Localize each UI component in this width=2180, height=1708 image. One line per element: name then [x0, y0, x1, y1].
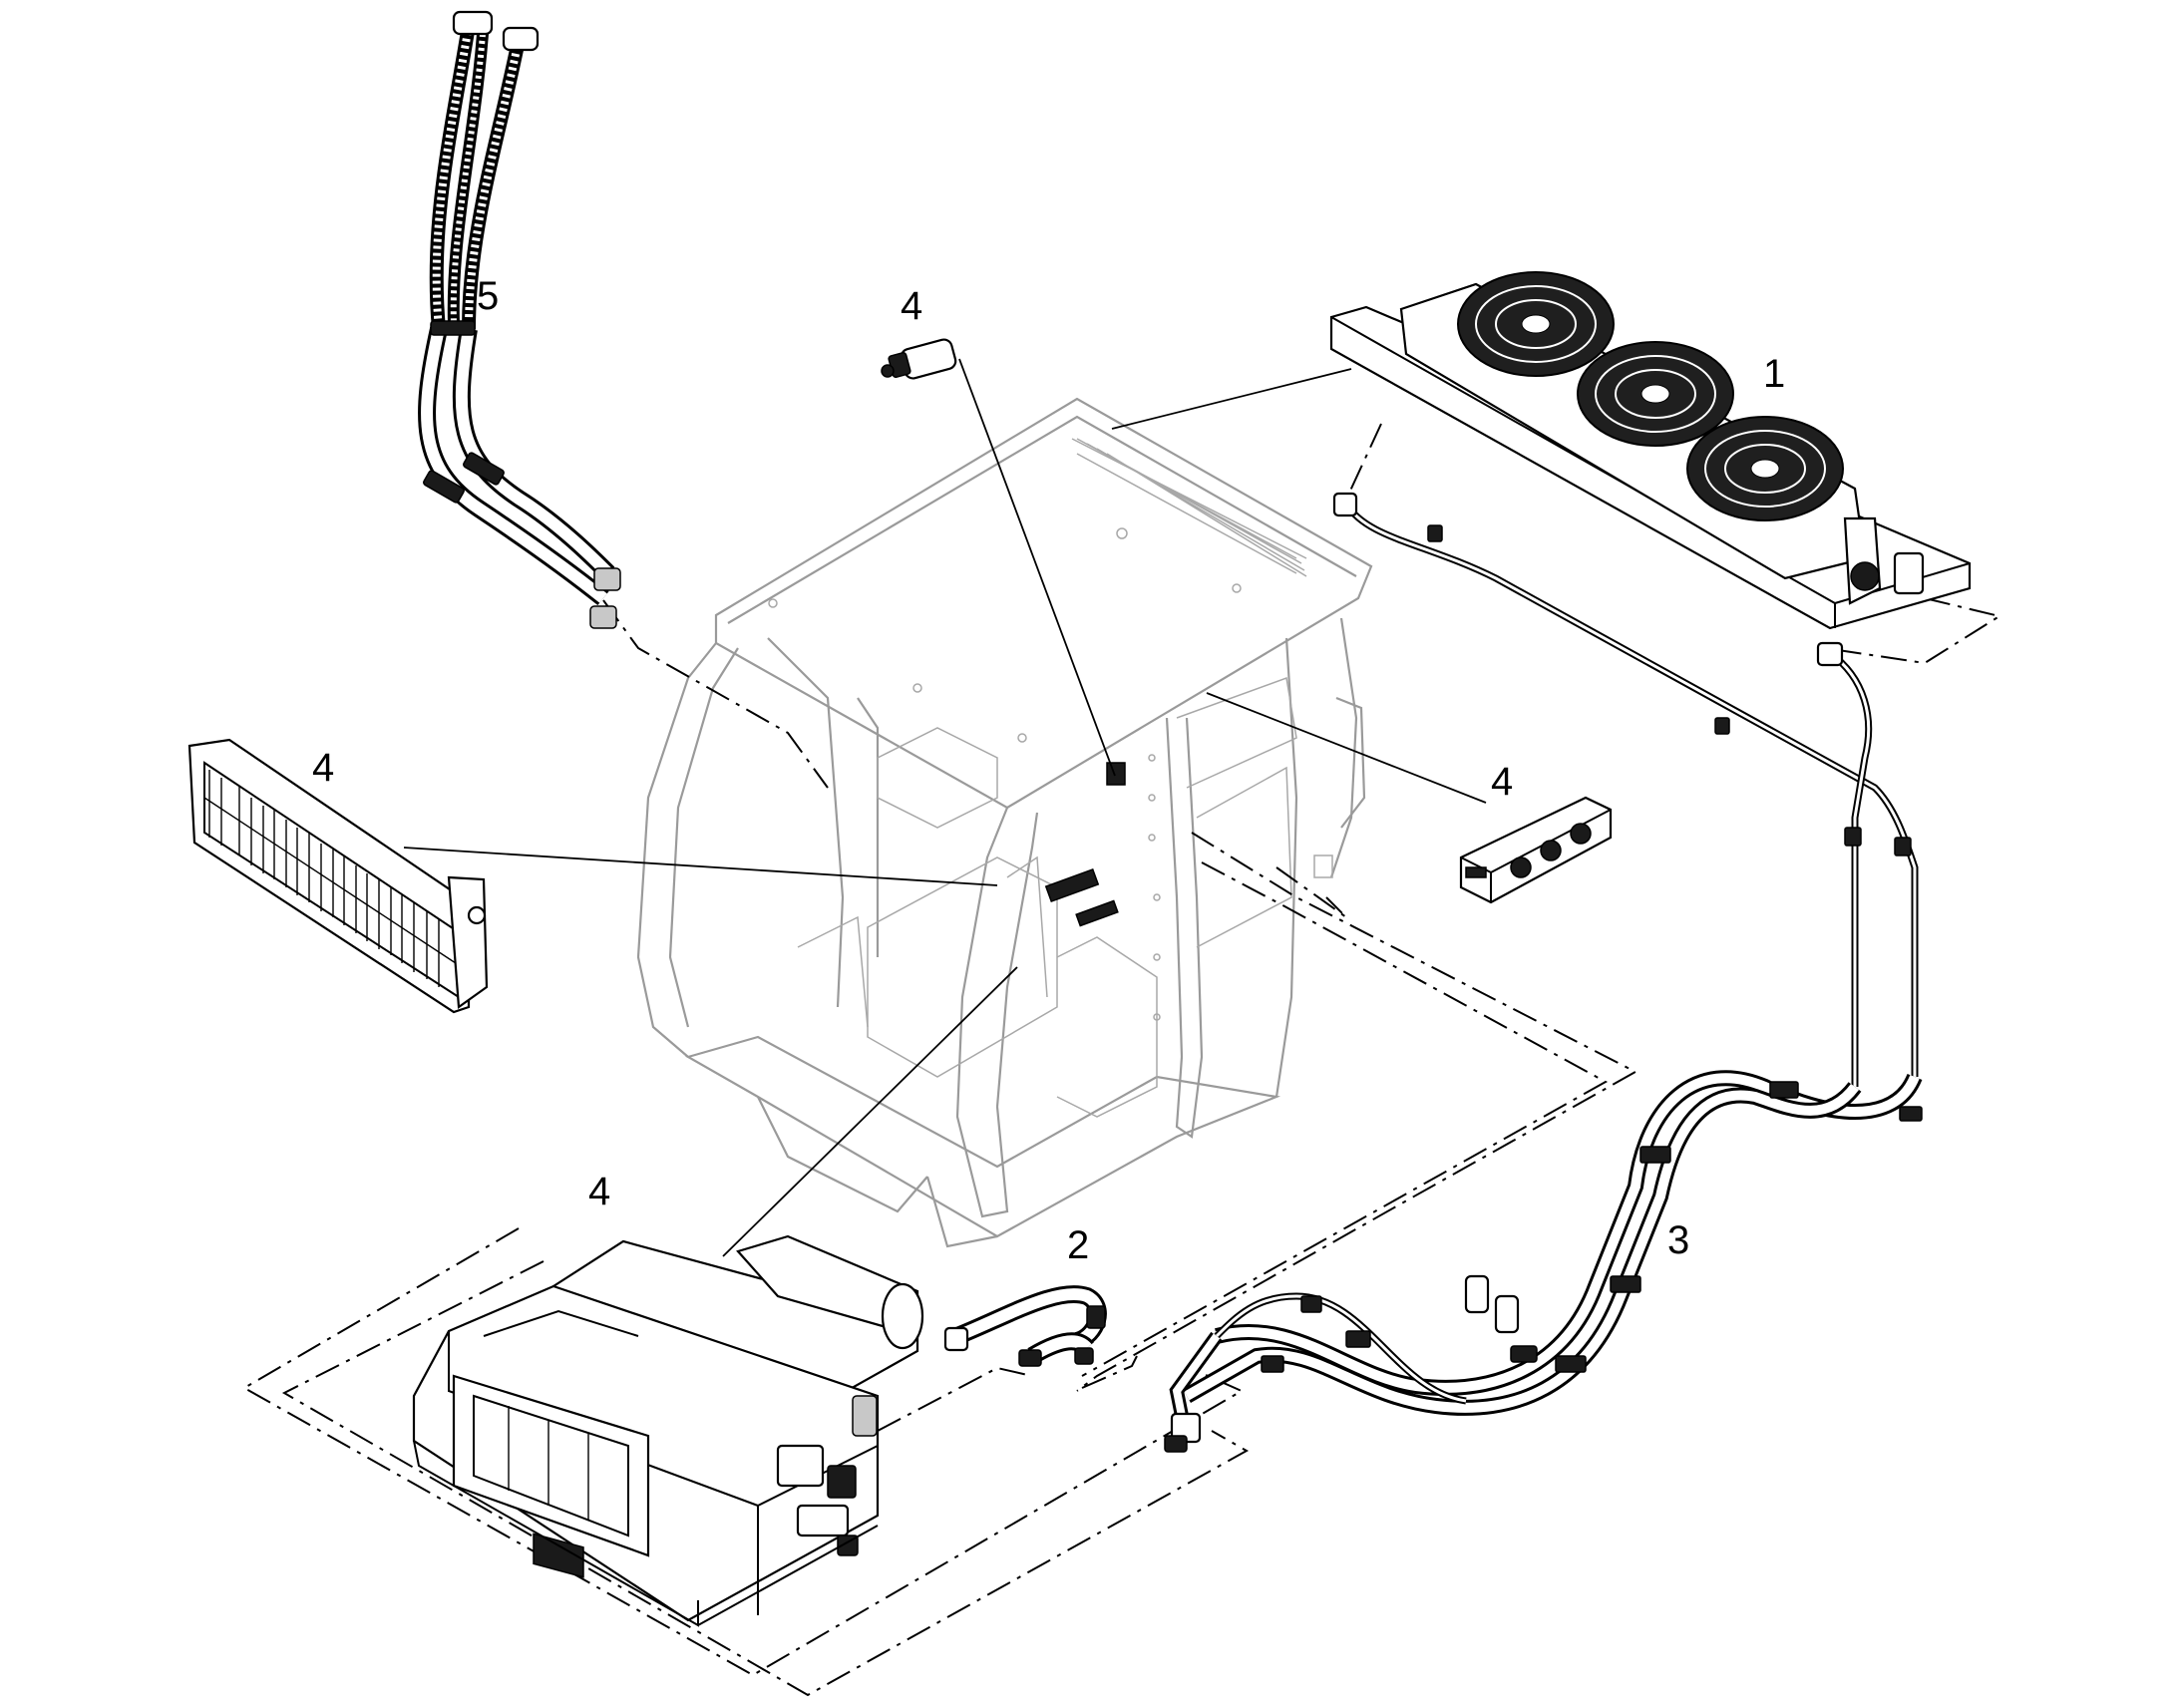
- cab-rivets: [768, 527, 1242, 1021]
- callout-4-air-filter: 4: [312, 746, 334, 790]
- roof-vent-grille: [1076, 438, 1307, 577]
- evaporator-unit-icon: [412, 1234, 924, 1627]
- callout-2: 2: [1067, 1223, 1089, 1267]
- callout-4-control-panel: 4: [1491, 760, 1513, 804]
- condenser-fan-unit-icon: [1329, 271, 1972, 630]
- callout-5: 5: [477, 274, 499, 318]
- operator-cab-icon: [636, 397, 1373, 1248]
- callout-4-evaporator: 4: [588, 1170, 610, 1213]
- hose-clamps: [1261, 524, 1923, 1373]
- hose-icon: [943, 1285, 1107, 1367]
- filter-mesh: [208, 770, 440, 987]
- pressure-switch-icon: [881, 338, 957, 380]
- air-filter-icon: [187, 738, 489, 1014]
- fan-3: [1686, 416, 1844, 521]
- hose-assembly-icon: [1164, 492, 1923, 1453]
- callout-4-pressure-switch: 4: [901, 284, 922, 328]
- callout-1: 1: [1763, 352, 1785, 396]
- control-panel-icon: [1459, 796, 1613, 904]
- fan-2: [1577, 341, 1734, 447]
- leader-lines: [403, 358, 1487, 1257]
- callout-3: 3: [1667, 1218, 1689, 1262]
- heater-hose-icon: [418, 10, 621, 629]
- fan-1: [1457, 271, 1615, 377]
